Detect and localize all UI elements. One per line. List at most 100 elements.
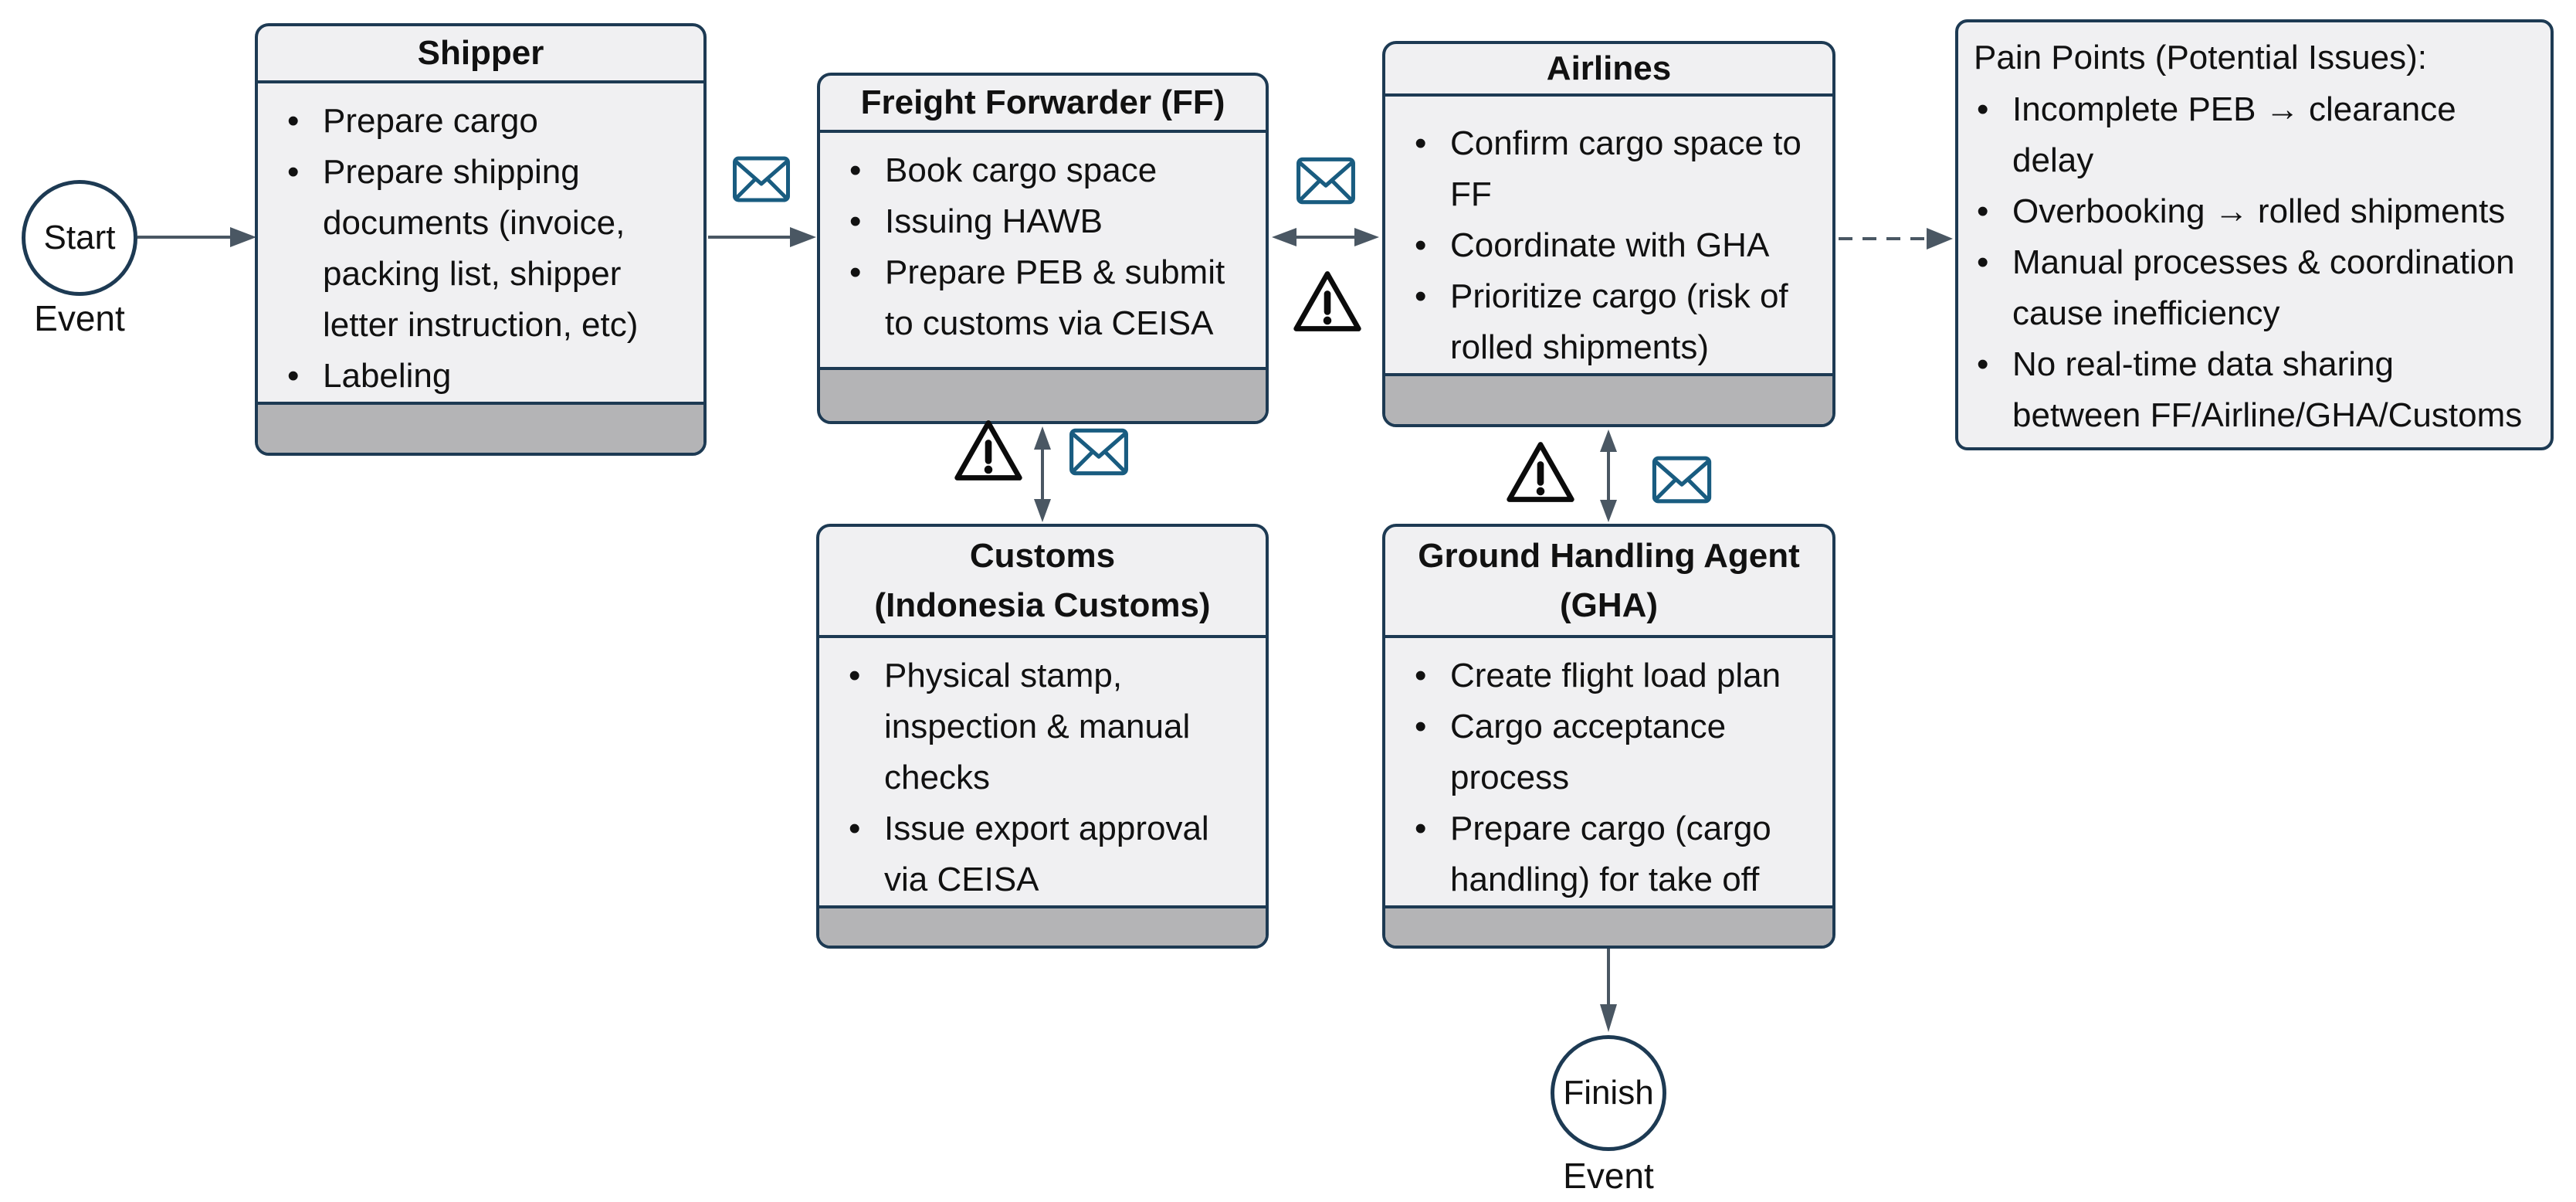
bullet-dot: •: [1415, 708, 1427, 745]
bullet-text: Issue export approval via CEISA: [884, 810, 1209, 898]
bullet-item: • Manual processes & coordination cause i…: [1974, 237, 2530, 339]
customs-title-line2: (Indonesia Customs): [874, 586, 1211, 624]
bullet-text: Prepare shipping documents (invoice, pac…: [323, 153, 639, 344]
arrow-airlines-gha-bidirectional: [1600, 430, 1617, 522]
freight-forwarder-footer: [820, 367, 1266, 421]
shipper-title: Shipper: [258, 26, 703, 83]
bullet-text: Manual processes & coordination cause in…: [2012, 243, 2515, 332]
bullet-text: Incomplete PEB → clearance delay: [2012, 90, 2456, 179]
bullet-item: • Create flight load plan: [1412, 650, 1825, 701]
bullet-item: • Incomplete PEB → clearance delay: [1974, 84, 2530, 186]
gha-title: Ground Handling Agent (GHA): [1385, 527, 1832, 638]
bullet-dot: •: [1415, 810, 1427, 847]
arrow-start-to-shipper: [137, 227, 256, 247]
pain-points-title: Pain Points (Potential Issues):: [1974, 39, 2427, 76]
bullet-text: Create flight load plan: [1450, 657, 1781, 694]
arrow-shipper-to-ff: [708, 227, 816, 247]
bullet-dot: •: [1977, 90, 1989, 128]
warning-icon-airlines-gha: [1507, 442, 1574, 502]
bullet-item: • Issuing HAWB: [846, 196, 1258, 247]
finish-event-circle: Finish: [1551, 1035, 1666, 1151]
airlines-body: • Confirm cargo space to FF • Coordinate wi…: [1385, 97, 1832, 373]
bullet-item: •Prepare PEB & submit to customs via CEI…: [846, 247, 1258, 349]
arrow-gha-to-finish: [1600, 949, 1617, 1032]
bullet-dot: •: [287, 357, 300, 395]
bullet-dot: •: [1415, 277, 1427, 315]
bullet-item: • Physical stamp, inspection & manual che…: [846, 650, 1258, 803]
envelope-icon-shipper-ff: [733, 156, 790, 202]
bullet-item: • Book cargo space: [846, 145, 1258, 196]
customs-title-line1: Customs: [969, 537, 1116, 575]
bullet-text: Labeling: [323, 357, 452, 395]
bullet-dot: •: [1977, 243, 1989, 281]
bullet-item: • Prioritize cargo (risk of rolled shipme…: [1412, 271, 1825, 373]
bullet-text: Prepare cargo: [323, 102, 538, 140]
bullet-text: Issuing HAWB: [885, 202, 1103, 240]
bullet-dot: •: [287, 102, 300, 140]
bullet-dot: •: [849, 657, 861, 694]
bullet-text: Book cargo space: [885, 151, 1158, 189]
bullet-item: • Prepare cargo: [284, 96, 696, 147]
bullet-text: Coordinate with GHA: [1450, 226, 1770, 264]
bullet-text: Confirm cargo space to FF: [1450, 124, 1802, 213]
bullet-dot: •: [849, 810, 861, 847]
bullet-item: • Coordinate with GHA: [1412, 220, 1825, 271]
shipper-box: Shipper • Prepare cargo • Prepare shipping …: [255, 23, 707, 456]
bullet-dot: •: [287, 153, 300, 191]
bullet-text: Overbooking → rolled shipments: [2012, 192, 2506, 230]
finish-event-caption: Event: [1563, 1156, 1654, 1196]
customs-footer: [819, 905, 1266, 946]
arrow-ff-airlines-bidirectional: [1272, 228, 1379, 246]
start-event-caption: Event: [34, 298, 125, 338]
freight-forwarder-box: Freight Forwarder (FF) • Book cargo space…: [817, 73, 1269, 424]
airlines-footer: [1385, 373, 1832, 424]
warning-icon-ff-customs: [954, 420, 1022, 480]
arrow-ff-customs-bidirectional: [1034, 426, 1051, 522]
bullet-dot: •: [1977, 345, 1989, 383]
bullet-dot: •: [1415, 657, 1427, 694]
bullet-dot: •: [1977, 192, 1989, 230]
warning-icon-ff-airlines: [1293, 271, 1361, 331]
airlines-box: Airlines •Confirm cargo space to FF•Coor…: [1382, 41, 1835, 427]
bullet-text: Prioritize cargo (risk of rolled shipmen…: [1450, 277, 1788, 366]
envelope-icon-airlines-gha: [1652, 456, 1712, 504]
bullet-item: • Cargo acceptance process: [1412, 701, 1825, 803]
gha-title-line1: Ground Handling Agent: [1418, 537, 1800, 575]
shipper-body: • Prepare cargo • Prepare shipping document…: [258, 83, 703, 402]
gha-title-line2: (GHA): [1559, 586, 1659, 624]
bullet-dot: •: [849, 151, 862, 189]
customs-title: Customs (Indonesia Customs): [819, 527, 1266, 638]
bullet-text: Cargo acceptance process: [1450, 708, 1727, 796]
bullet-item: • Prepare cargo (cargo handling) for take…: [1412, 803, 1825, 905]
bullet-item: • Confirm cargo space to FF: [1412, 118, 1825, 220]
freight-forwarder-body: • Book cargo space • Issuing HAWB •Prepare P…: [820, 133, 1266, 367]
freight-forwarder-title: Freight Forwarder (FF): [820, 76, 1266, 133]
gha-body: • Create flight load plan • Cargo acceptanc…: [1385, 638, 1832, 905]
bullet-item: • Issue export approval via CEISA: [846, 803, 1258, 905]
bullet-item: • No real-time data sharing between FF/Ai…: [1974, 339, 2530, 441]
bullet-dot: •: [1415, 124, 1427, 162]
bullet-dot: •: [1415, 226, 1427, 264]
envelope-icon-ff-customs: [1069, 428, 1128, 476]
customs-box: Customs (Indonesia Customs) • Physical st…: [816, 524, 1269, 949]
arrow-airlines-to-painpoints-dashed: [1839, 228, 1953, 250]
bullet-item: • Prepare shipping documents (invoice, pa…: [284, 147, 696, 351]
start-event-label: Start: [43, 219, 116, 256]
envelope-icon-ff-airlines: [1296, 157, 1355, 205]
bullet-text: Physical stamp, inspection & manual chec…: [884, 657, 1191, 796]
pain-points-box: Pain Points (Potential Issues): • Incompl…: [1955, 19, 2554, 450]
bullet-item: • Labeling: [284, 351, 696, 402]
gha-box: Ground Handling Agent (GHA) • Create flig…: [1382, 524, 1835, 949]
bullet-dot: •: [849, 202, 862, 240]
customs-body: • Physical stamp, inspection & manual che…: [819, 638, 1266, 905]
bullet-text: Prepare cargo (cargo handling) for take …: [1450, 810, 1771, 898]
bullet-item: • Overbooking → rolled shipments: [1974, 186, 2530, 237]
shipper-footer: [258, 402, 703, 453]
start-event-circle: Start: [22, 180, 137, 296]
bullet-text: No real-time data sharing between FF/Air…: [2012, 345, 2523, 434]
pain-points-list: • Incomplete PEB → clearance delay • Overbo…: [1974, 84, 2530, 441]
bullet-text: Prepare PEB & submit to customs via CEIS…: [885, 253, 1225, 342]
finish-event-label: Finish: [1563, 1074, 1654, 1112]
gha-footer: [1385, 905, 1832, 946]
